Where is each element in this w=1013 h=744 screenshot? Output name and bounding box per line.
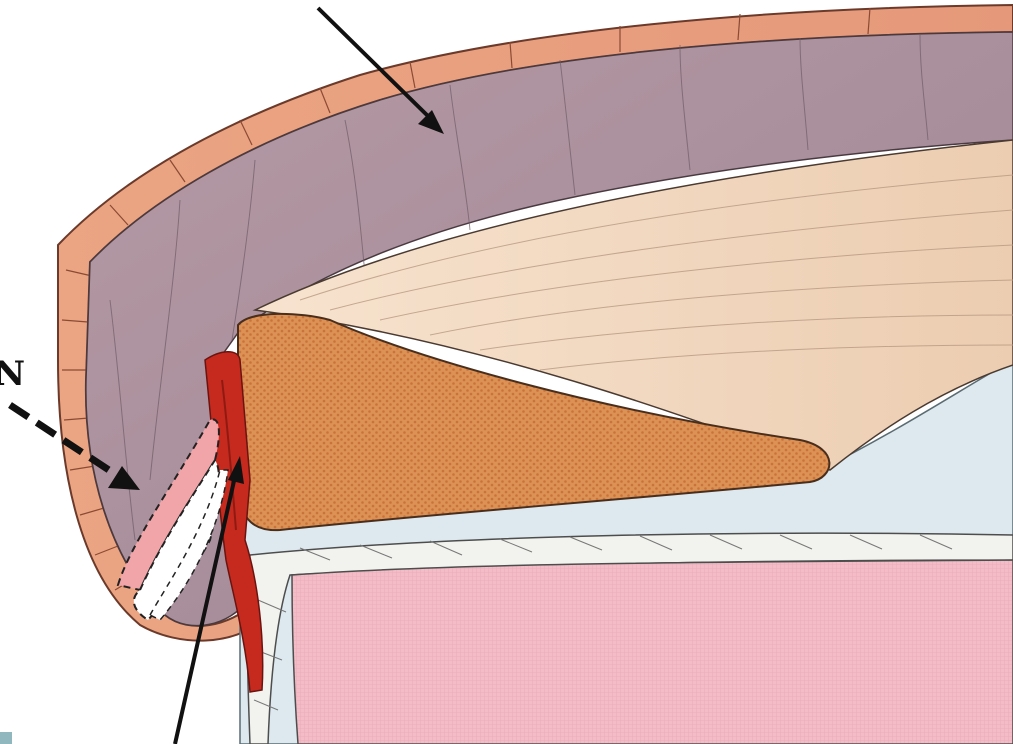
- label-n: N: [0, 354, 25, 394]
- corner-marker: [0, 732, 12, 744]
- pink-tissue-block: [292, 560, 1013, 744]
